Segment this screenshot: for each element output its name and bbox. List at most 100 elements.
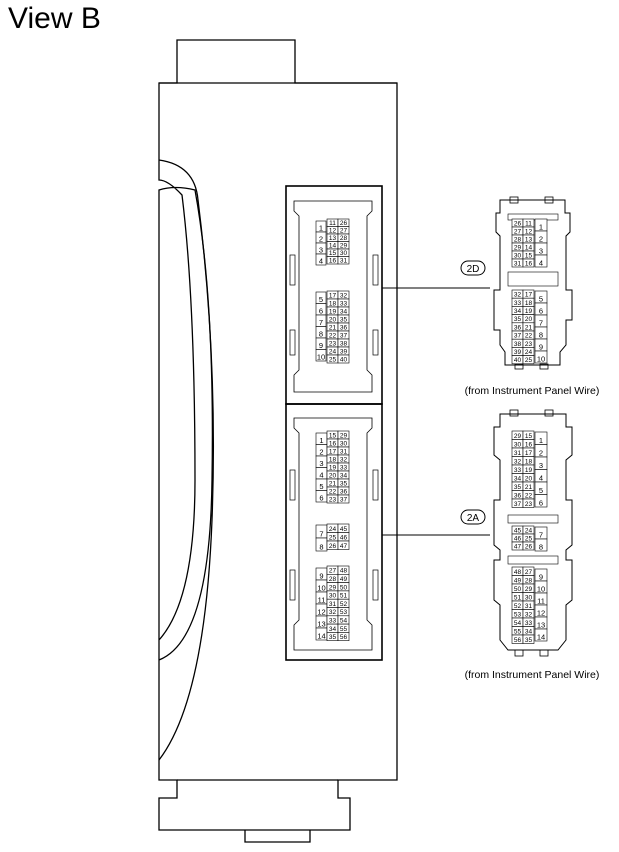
pin-label: 29	[525, 586, 533, 593]
pin-label: 35	[329, 634, 337, 641]
pin-label: 30	[514, 252, 522, 259]
pin-label: 8	[539, 542, 543, 551]
pin-label: 14	[317, 631, 325, 640]
pin-label: 48	[340, 568, 348, 575]
pin-label: 24	[329, 348, 337, 355]
pin-label: 20	[525, 475, 533, 482]
pin-label: 14	[537, 632, 545, 641]
pin-label: 18	[329, 456, 337, 463]
pin-label: 2	[539, 234, 543, 243]
pin-label: 47	[340, 543, 348, 550]
pin-label: 27	[525, 569, 533, 576]
pin-cell	[315, 349, 327, 362]
pin-label: 14	[329, 242, 337, 249]
pin-label: 37	[340, 496, 348, 503]
pin-label: 19	[329, 308, 337, 315]
pin-label: 21	[525, 324, 533, 331]
pin-label: 46	[514, 535, 522, 542]
pin-label: 23	[329, 340, 337, 347]
pin-label: 37	[514, 333, 522, 340]
pin-label: 3	[319, 245, 323, 254]
pin-label: 6	[539, 306, 543, 315]
pin-cell	[522, 498, 535, 508]
pin-label: 34	[514, 475, 522, 482]
pin-cell	[534, 628, 548, 642]
pin-label: 12	[329, 227, 337, 234]
pin-label: 23	[329, 496, 337, 503]
pin-label: 19	[525, 308, 533, 315]
pin-cell	[534, 538, 548, 552]
pin-label: 6	[319, 493, 323, 502]
pin-label: 27	[514, 228, 522, 235]
caption-2a: (from Instrument Panel Wire)	[465, 669, 600, 681]
pin-label: 39	[340, 348, 348, 355]
pin-label: 34	[329, 626, 337, 633]
pin-label: 16	[329, 257, 337, 264]
inner-connector-2d: 1234111213141516262728293031567891017181…	[285, 185, 383, 405]
pin-label: 34	[340, 472, 348, 479]
pin-label: 26	[340, 220, 348, 227]
pin-label: 40	[340, 356, 348, 363]
pin-label: 11	[537, 596, 545, 605]
pin-label: 23	[525, 341, 533, 348]
pin-label: 28	[329, 576, 337, 583]
callout-2d: 2D	[460, 260, 486, 276]
pin-label: 2	[319, 447, 323, 456]
pin-label: 33	[514, 467, 522, 474]
pin-label: 33	[340, 464, 348, 471]
pin-label: 53	[340, 609, 348, 616]
pin-label: 8	[319, 542, 323, 551]
pin-label: 56	[340, 634, 348, 641]
pin-label: 28	[340, 235, 348, 242]
pin-cell	[534, 350, 548, 364]
pin-label: 35	[514, 484, 522, 491]
pin-label: 36	[514, 324, 522, 331]
pin-cell	[315, 253, 327, 266]
pin-label: 36	[340, 488, 348, 495]
pin-label: 46	[340, 534, 348, 541]
pin-label: 21	[329, 324, 337, 331]
pin-label: 4	[539, 258, 543, 267]
pin-label: 32	[340, 292, 348, 299]
pin-label: 20	[525, 316, 533, 323]
pin-label: 39	[514, 349, 522, 356]
pin-label: 50	[514, 586, 522, 593]
pin-label: 22	[329, 332, 337, 339]
pin-label: 22	[329, 488, 337, 495]
pin-label: 26	[329, 543, 337, 550]
pin-label: 17	[525, 292, 533, 299]
pin-label: 32	[329, 609, 337, 616]
pin-label: 13	[537, 620, 545, 629]
pin-label: 22	[525, 333, 533, 340]
pin-label: 22	[525, 492, 533, 499]
pin-label: 12	[537, 608, 545, 617]
pin-label: 9	[319, 571, 323, 580]
pin-label: 16	[525, 441, 533, 448]
pin-label: 19	[329, 464, 337, 471]
pin-label: 51	[514, 594, 522, 601]
pin-label: 45	[340, 526, 348, 533]
pin-label: 32	[514, 458, 522, 465]
pin-label: 9	[539, 342, 543, 351]
pin-label: 25	[329, 534, 337, 541]
pin-label: 12	[525, 228, 533, 235]
pin-label: 37	[340, 332, 348, 339]
pin-label: 20	[329, 472, 337, 479]
pin-label: 36	[514, 492, 522, 499]
pin-label: 35	[340, 480, 348, 487]
pin-label: 21	[329, 480, 337, 487]
pin-label: 2	[319, 234, 323, 243]
pin-label: 34	[525, 628, 533, 635]
pin-label: 9	[539, 572, 543, 581]
pin-label: 32	[525, 611, 533, 618]
pin-label: 54	[514, 620, 522, 627]
pin-label: 32	[514, 292, 522, 299]
pin-label: 38	[340, 340, 348, 347]
pin-label: 56	[514, 637, 522, 644]
pin-label: 2	[539, 448, 543, 457]
pin-label: 31	[340, 448, 348, 455]
pin-label: 10	[317, 583, 325, 592]
pin-label: 15	[525, 252, 533, 259]
pin-cell	[534, 494, 548, 508]
